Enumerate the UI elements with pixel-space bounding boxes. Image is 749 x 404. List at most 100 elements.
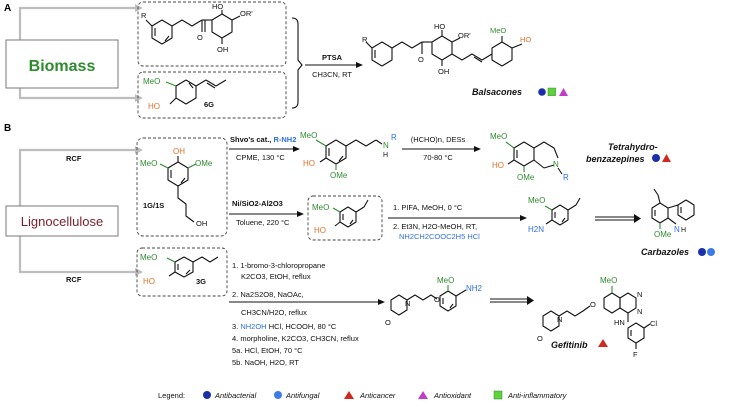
int-morpholine-o: O xyxy=(385,318,391,327)
carbazole-ome: OMe xyxy=(654,230,672,239)
lignocellulose-label: Lignocellulose xyxy=(21,214,103,229)
gef-cl: Cl xyxy=(650,319,657,328)
morpholinopropoxy-aniline-structure xyxy=(390,285,467,316)
rcf-label-top: RCF xyxy=(66,154,82,163)
balsacone-ho: HO xyxy=(520,35,531,44)
route2-conditions: Toluene, 220 °C xyxy=(236,218,290,227)
balsacone-structure xyxy=(365,30,523,67)
route1-conditions: CPME, 130 °C xyxy=(236,153,285,162)
dhc-oh-top: HO xyxy=(212,2,223,11)
thb-anticancer-icon xyxy=(662,154,671,162)
int-ether-o: O xyxy=(434,295,440,304)
route1b-temp: 70-80 °C xyxy=(423,153,453,162)
panel-b-label: B xyxy=(4,123,11,134)
gef-n2: N xyxy=(637,307,642,316)
gef-ether-o: O xyxy=(590,300,596,309)
gef-step1: 1. 1-bromo-3-chloropropane xyxy=(232,261,325,270)
amine-r: R xyxy=(391,133,397,142)
balsacone-oh-top: HO xyxy=(434,22,445,31)
gef-hn: HN xyxy=(614,318,625,327)
balsacone-keto-o: O xyxy=(418,55,424,64)
compound-6g-structure xyxy=(165,79,227,105)
gef-n1: N xyxy=(637,290,642,299)
compound-1g1s-label: 1G/1S xyxy=(143,201,164,210)
route1b-reagent: (HCHO)n, DESs xyxy=(411,135,466,144)
legend-antifungal-icon xyxy=(274,391,282,399)
carbazole-antibacterial-icon xyxy=(698,248,706,256)
gef-f: F xyxy=(633,350,638,359)
gef-step3: 3. NH2OH HCl, HCOOH, 80 °C xyxy=(232,322,337,331)
dihydrochalcone-dashed-box xyxy=(137,1,287,67)
route1-catalyst: Shvo's cat., R-NH2 xyxy=(230,135,296,144)
ligno-arrowhead-top xyxy=(135,146,143,154)
balsacone-meo: MeO xyxy=(490,26,506,35)
panel-a-label: A xyxy=(4,3,11,14)
pg-ho: HO xyxy=(143,277,155,286)
route2-step2-reagent: NH2CH2COOC2H5 HCl xyxy=(399,232,480,241)
gef-meo: MeO xyxy=(600,276,617,285)
compound-6g-ho: HO xyxy=(148,102,160,111)
gef-step5a: 5a. HCl, EtOH, 70 °C xyxy=(232,346,303,355)
route2-step2: 2. Et3N, H2O-MeOH, RT, xyxy=(393,222,477,231)
thb-r: R xyxy=(563,173,569,182)
amine-ome: OMe xyxy=(330,171,348,180)
lignocellulose-box xyxy=(5,205,119,237)
balsacone-or-prime: OR' xyxy=(458,31,471,40)
legend-antioxidant-icon xyxy=(418,391,428,399)
thb-antibacterial-icon xyxy=(652,154,660,162)
dhc-keto-o: O xyxy=(197,33,203,42)
amine-intermediate-structure xyxy=(315,139,383,170)
compound-1g1s-structure xyxy=(159,156,197,223)
product-name-balsacones: Balsacones xyxy=(472,87,522,97)
balsacone-r: R xyxy=(362,35,368,44)
compound-3g-dashed-box xyxy=(136,247,228,297)
reagent-ptsa: PTSA xyxy=(322,53,343,62)
aniline-structure xyxy=(544,197,581,226)
legend-antiinflammatory: Anti-inflammatory xyxy=(507,391,568,400)
legend: Legend: Antibacterial Antifungal Antican… xyxy=(158,390,568,400)
src-ome: OMe xyxy=(195,159,213,168)
dhc-oh-bottom: OH xyxy=(217,45,228,54)
int-meo: MeO xyxy=(437,276,454,285)
legend-anticancer: Anticancer xyxy=(359,391,396,400)
anti-inflammatory-icon xyxy=(547,87,556,96)
gefitinib-anticancer-icon xyxy=(598,339,608,347)
compound-3g-structure xyxy=(166,256,219,278)
ligno-arrowhead-bottom xyxy=(135,268,143,276)
compound-6g-dashed-box xyxy=(137,71,287,119)
amine-ho: HO xyxy=(303,159,315,168)
biomass-arrowhead-bottom xyxy=(135,94,143,102)
legend-antibacterial: Antibacterial xyxy=(214,391,257,400)
thb-ho: HO xyxy=(492,161,504,170)
int-morpholine-n: N xyxy=(405,299,410,308)
carbazole-nh-n: N xyxy=(674,225,680,234)
gef-step2b: CH3CN/H2O, reflux xyxy=(241,308,307,317)
route2-step1: 1. PIFA, MeOH, 0 °C xyxy=(393,203,463,212)
eg-meo: MeO xyxy=(312,203,329,212)
biomass-box xyxy=(5,39,119,89)
compound-6g-label: 6G xyxy=(204,100,214,109)
pg-meo: MeO xyxy=(140,253,157,262)
substituent-r: R xyxy=(141,11,147,20)
dihydrochalcone-structure xyxy=(145,10,241,45)
combine-bracket xyxy=(291,17,303,109)
gef-step5b: 5b. NaOH, H2O, RT xyxy=(232,358,299,367)
thb-meo: MeO xyxy=(490,132,507,141)
antibacterial-icon xyxy=(538,88,546,96)
antioxidant-icon xyxy=(559,88,568,96)
gef-step4: 4. morpholine, K2CO3, CH3CN, reflux xyxy=(232,334,359,343)
route2-catalyst: Ni/SiO2-Al2O3 xyxy=(232,199,283,208)
ethylguaiacol-structure xyxy=(332,199,369,228)
carbazole-antifungal-icon xyxy=(707,248,715,256)
amine-meo: MeO xyxy=(300,131,317,140)
rcf-label-bottom: RCF xyxy=(66,275,82,284)
carbazoles-name: Carbazoles xyxy=(641,247,689,257)
ligno-connector-top xyxy=(18,148,135,206)
amine-n: N xyxy=(383,141,389,150)
gef-step1b: K2CO3, EtOH, reflux xyxy=(241,272,311,281)
aniline-h2n: H2N xyxy=(528,225,544,234)
biomass-arrowhead-top xyxy=(135,4,143,12)
src-oh-top: OH xyxy=(173,147,185,156)
compound-3g-label: 3G xyxy=(196,277,206,286)
